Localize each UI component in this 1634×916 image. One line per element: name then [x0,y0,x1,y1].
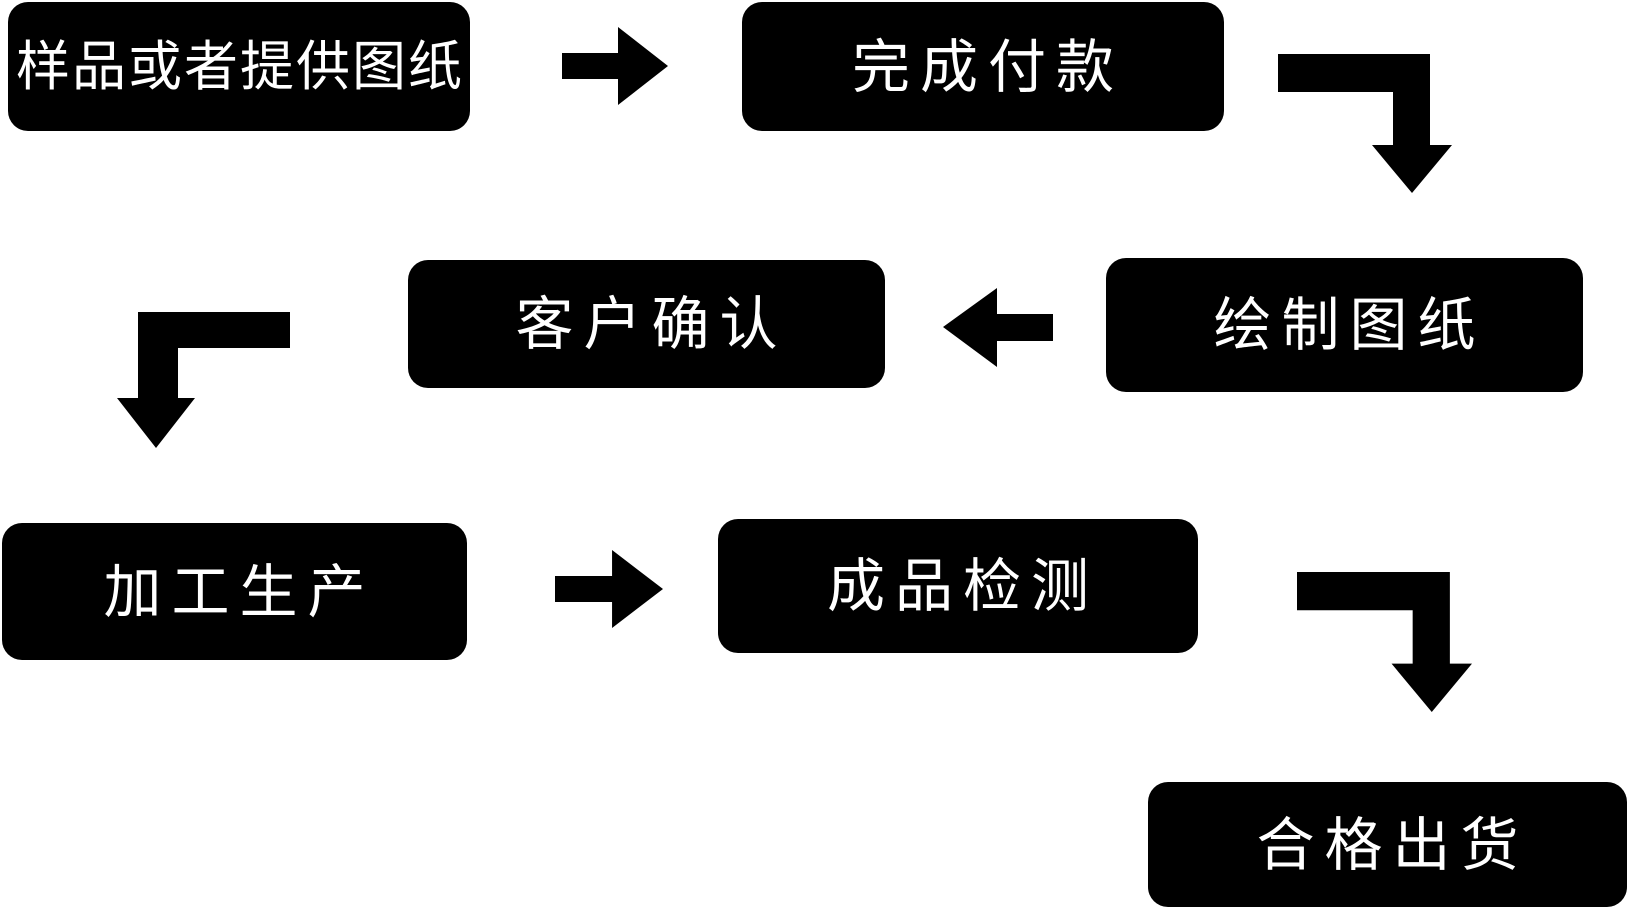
elbow-arrow-down-icon [1278,54,1452,193]
node-label-draw-drawing: 绘制图纸 [1213,291,1486,359]
node-label-sample-or-provide-drawing: 样品或者提供图纸 [16,34,464,98]
elbow-arrow-left-down-icon [117,312,290,448]
arrow-right-icon [562,27,668,105]
node-draw-drawing: 绘制图纸 [1106,258,1583,392]
elbow-arrow-down-icon [1297,572,1472,712]
node-label-processing-production: 加工生产 [103,557,376,626]
arrow-left-icon [943,288,1053,367]
node-product-inspection: 成品检测 [718,519,1198,653]
node-label-qualified-shipment: 合格出货 [1256,810,1529,879]
node-label-product-inspection: 成品检测 [826,552,1099,620]
node-customer-confirmation: 客户确认 [408,260,885,388]
arrow-right-icon [555,550,663,628]
node-complete-payment: 完成付款 [742,2,1224,131]
node-qualified-shipment: 合格出货 [1148,782,1627,907]
node-processing-production: 加工生产 [2,523,467,660]
node-label-complete-payment: 完成付款 [851,32,1124,101]
node-label-customer-confirmation: 客户确认 [515,290,788,358]
node-sample-or-provide-drawing: 样品或者提供图纸 [8,2,470,131]
